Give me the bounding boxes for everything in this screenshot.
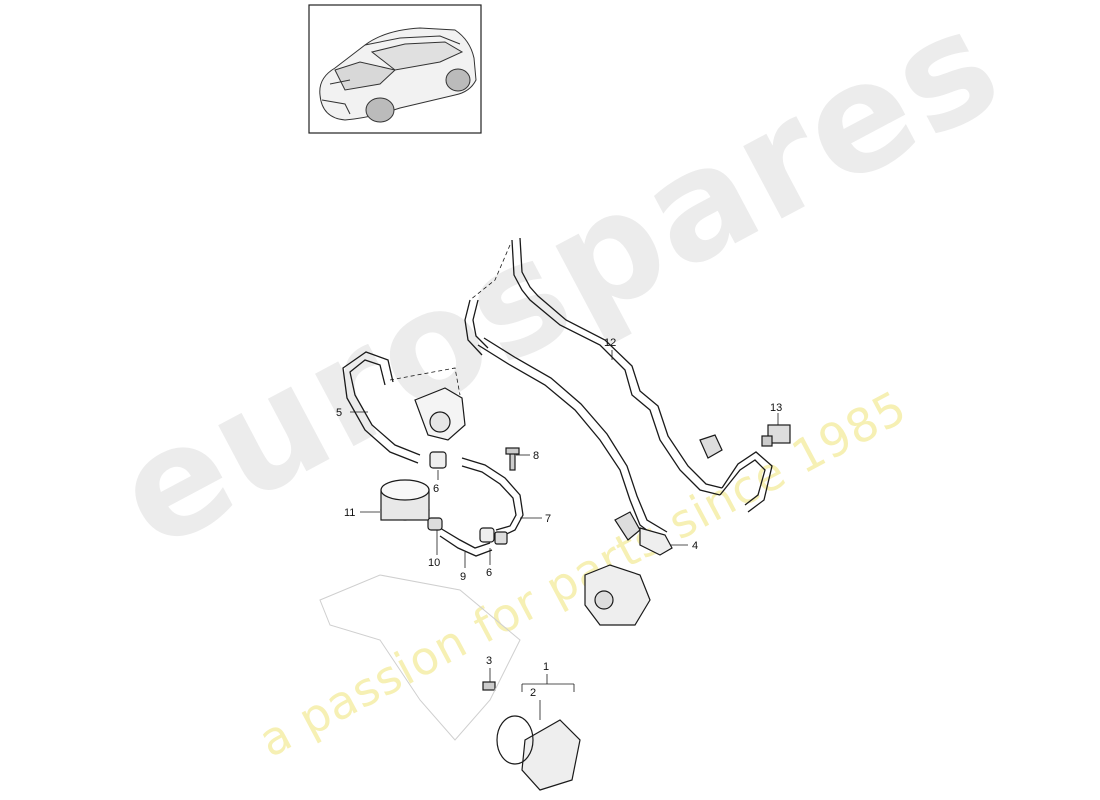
car-thumbnail — [308, 4, 482, 134]
car-suv-icon — [319, 27, 477, 123]
components — [319, 387, 791, 791]
part-label: 5 — [336, 407, 342, 419]
hose-lines — [342, 237, 773, 557]
part-labels: 5 6 8 7 11 10 9 6 12 13 4 3 1 2 — [336, 337, 782, 699]
part-label: 8 — [533, 450, 539, 462]
vacuum-pump — [584, 564, 651, 626]
solenoid-valve — [767, 424, 791, 444]
part-label: 7 — [545, 513, 551, 525]
part-label: 11 — [344, 507, 355, 519]
part-label: 10 — [428, 557, 440, 569]
part-label: 1 — [543, 661, 549, 673]
part-label: 6 — [433, 483, 439, 495]
part-label: 9 — [460, 571, 466, 583]
part-label: 6 — [486, 567, 492, 579]
part-label: 3 — [486, 655, 492, 667]
leader-lines — [350, 350, 779, 720]
part-label: 13 — [770, 402, 782, 414]
part-label: 4 — [692, 540, 698, 552]
part-label: 2 — [530, 687, 536, 699]
throttle-body — [521, 719, 581, 791]
part-label: 12 — [604, 337, 616, 349]
